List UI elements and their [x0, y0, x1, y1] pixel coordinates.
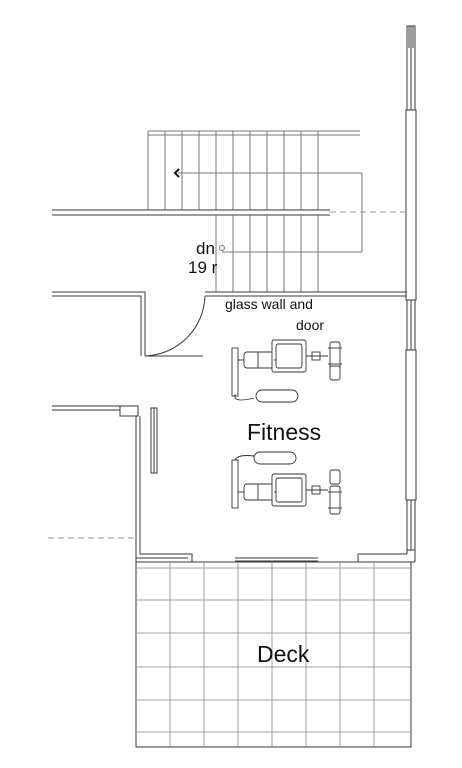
fitness-room-label: Fitness — [247, 419, 322, 445]
deck-area — [135, 561, 412, 748]
exercise-bench-icon — [231, 451, 342, 515]
glass-wall-label-line2: door — [296, 317, 325, 333]
stair-landing-edge — [52, 209, 407, 216]
stair-lower-run — [215, 215, 319, 292]
glass-wall — [205, 291, 407, 297]
glass-wall-label: glass wall and — [225, 296, 313, 312]
deck-label: Deck — [257, 641, 310, 667]
wall-panel — [150, 407, 158, 474]
right-exterior-wall — [405, 25, 417, 551]
left-room-wall — [52, 291, 146, 356]
stair-direction-label: dn — [196, 239, 215, 258]
door-swing — [144, 295, 206, 357]
stair-risers-label: 19 r — [188, 258, 218, 277]
left-lower-wall — [48, 405, 141, 558]
stair-upper-run — [147, 130, 363, 253]
fitness-bottom-wall — [135, 550, 416, 563]
chevron-left-icon — [173, 168, 180, 178]
exercise-bench-icon — [231, 339, 342, 403]
